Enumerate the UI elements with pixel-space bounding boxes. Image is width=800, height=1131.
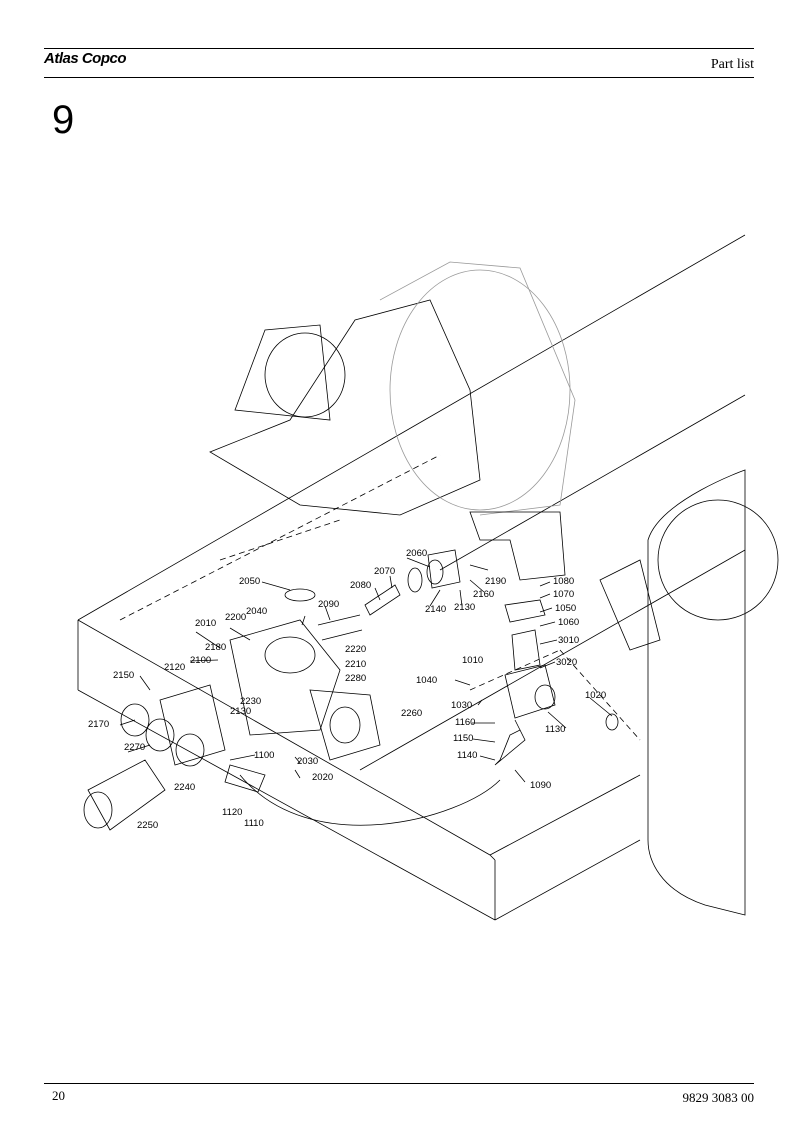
callout-1080: 1080 bbox=[553, 576, 574, 587]
callout-2040: 2040 bbox=[246, 606, 267, 617]
callout-1010: 1010 bbox=[462, 655, 483, 666]
callout-2180: 2180 bbox=[205, 642, 226, 653]
callout-2050: 2050 bbox=[239, 576, 260, 587]
callout-2250: 2250 bbox=[137, 820, 158, 831]
page-header-title: Part list bbox=[710, 57, 754, 72]
callout-2170: 2170 bbox=[88, 719, 109, 730]
callout-3010: 3010 bbox=[558, 635, 579, 646]
callout-2020: 2020 bbox=[312, 772, 333, 783]
page-number: 20 bbox=[52, 1088, 65, 1103]
callout-1040: 1040 bbox=[416, 675, 437, 686]
callout-2200: 2200 bbox=[225, 612, 246, 623]
callout-2130: 2130 bbox=[454, 602, 475, 613]
callout-2130-b: 2130 bbox=[230, 706, 251, 717]
callout-1110: 1110 bbox=[244, 818, 264, 829]
callout-1020: 1020 bbox=[585, 690, 606, 701]
callout-1160: 1160 bbox=[455, 717, 475, 728]
callout-2160: 2160 bbox=[473, 589, 494, 600]
callout-1060: 1060 bbox=[558, 617, 579, 628]
callout-2010: 2010 bbox=[195, 618, 216, 629]
callout-2190: 2190 bbox=[485, 576, 506, 587]
header-rule-top bbox=[44, 48, 754, 49]
callout-2210: 2210 bbox=[345, 659, 366, 670]
callout-2070: 2070 bbox=[374, 566, 395, 577]
callout-2090: 2090 bbox=[318, 599, 339, 610]
callout-2150: 2150 bbox=[113, 670, 134, 681]
callout-1030: 1030 bbox=[451, 700, 472, 711]
callout-1130: 1130 bbox=[545, 724, 565, 735]
callout-1050: 1050 bbox=[555, 603, 576, 614]
callout-1120: 1120 bbox=[222, 807, 242, 818]
callout-1140: 1140 bbox=[457, 750, 477, 761]
footer-rule bbox=[44, 1083, 754, 1084]
callout-2260: 2260 bbox=[401, 708, 422, 719]
callout-2060: 2060 bbox=[406, 548, 427, 559]
callout-1090: 1090 bbox=[530, 780, 551, 791]
callout-2270: 2270 bbox=[124, 742, 145, 753]
brand-logo: Atlas Copco bbox=[44, 50, 127, 67]
callout-2140: 2140 bbox=[425, 604, 446, 615]
document-number: 9829 3083 00 bbox=[682, 1090, 755, 1105]
callout-3020: 3020 bbox=[556, 657, 577, 668]
callout-2240: 2240 bbox=[174, 782, 195, 793]
callout-2230: 2230 bbox=[240, 696, 261, 707]
callout-2100: 2100 bbox=[190, 655, 211, 666]
callout-1150: 1150 bbox=[453, 733, 473, 744]
section-number: 9 bbox=[52, 98, 75, 142]
callout-2220: 2220 bbox=[345, 644, 366, 655]
header-rule-bottom bbox=[44, 77, 754, 78]
callout-1070: 1070 bbox=[553, 589, 574, 600]
callout-2120: 2120 bbox=[164, 662, 185, 673]
callout-1100: 1100 bbox=[254, 750, 274, 761]
callout-2030: 2030 bbox=[297, 756, 318, 767]
callout-2280: 2280 bbox=[345, 673, 366, 684]
callout-2080: 2080 bbox=[350, 580, 371, 591]
